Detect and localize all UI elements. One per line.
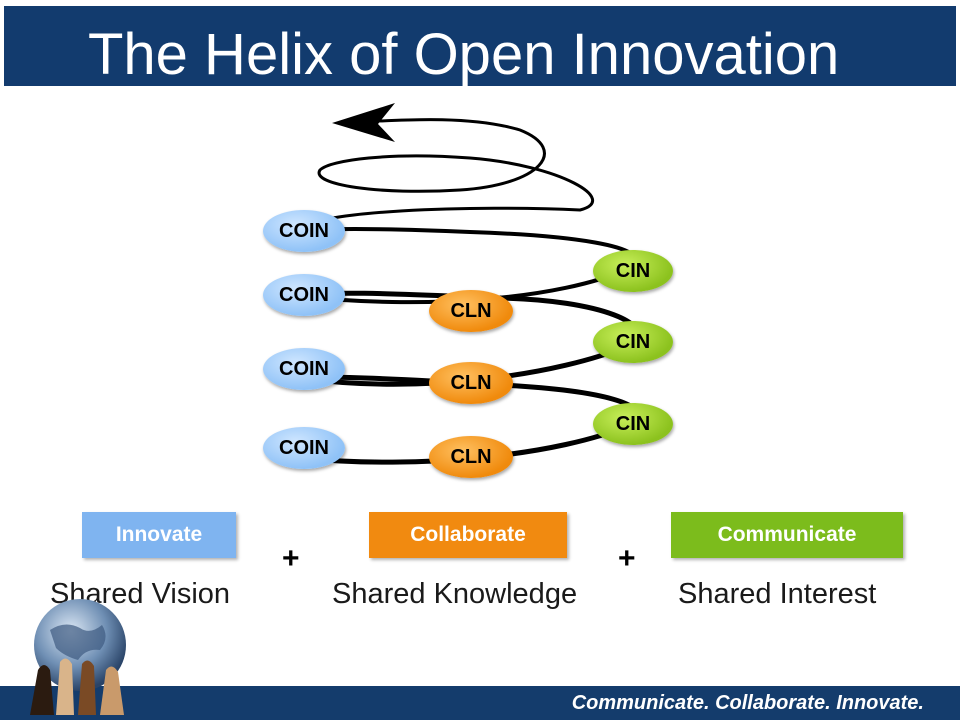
cin-node: CIN bbox=[593, 321, 673, 363]
plus-sign: + bbox=[618, 542, 636, 575]
footer-tagline: Communicate. Collaborate. Innovate. bbox=[571, 692, 924, 714]
cln-node: CLN bbox=[429, 362, 513, 404]
coin-node: COIN bbox=[263, 348, 345, 390]
communicate-label: Communicate bbox=[671, 512, 903, 558]
plus-sign: + bbox=[282, 542, 300, 575]
cln-node: CLN bbox=[429, 290, 513, 332]
title-bar: The Helix of Open Innovation bbox=[4, 6, 956, 86]
coin-node: COIN bbox=[263, 210, 345, 252]
helix-loop-upper bbox=[298, 118, 595, 234]
helix-arrowhead bbox=[332, 103, 395, 142]
cln-node: CLN bbox=[429, 436, 513, 478]
cin-node: CIN bbox=[593, 403, 673, 445]
collaborate-label: Collaborate bbox=[369, 512, 567, 558]
cin-node: CIN bbox=[593, 250, 673, 292]
innovate-label: Innovate bbox=[82, 512, 236, 558]
globe-hands-logo bbox=[30, 599, 126, 715]
shared-interest-text: Shared Interest bbox=[678, 578, 877, 610]
coin-node: COIN bbox=[263, 274, 345, 316]
coin-node: COIN bbox=[263, 427, 345, 469]
page-title: The Helix of Open Innovation bbox=[88, 22, 840, 87]
shared-knowledge-text: Shared Knowledge bbox=[332, 578, 578, 610]
footer-bar: Communicate. Collaborate. Innovate. bbox=[0, 686, 960, 720]
